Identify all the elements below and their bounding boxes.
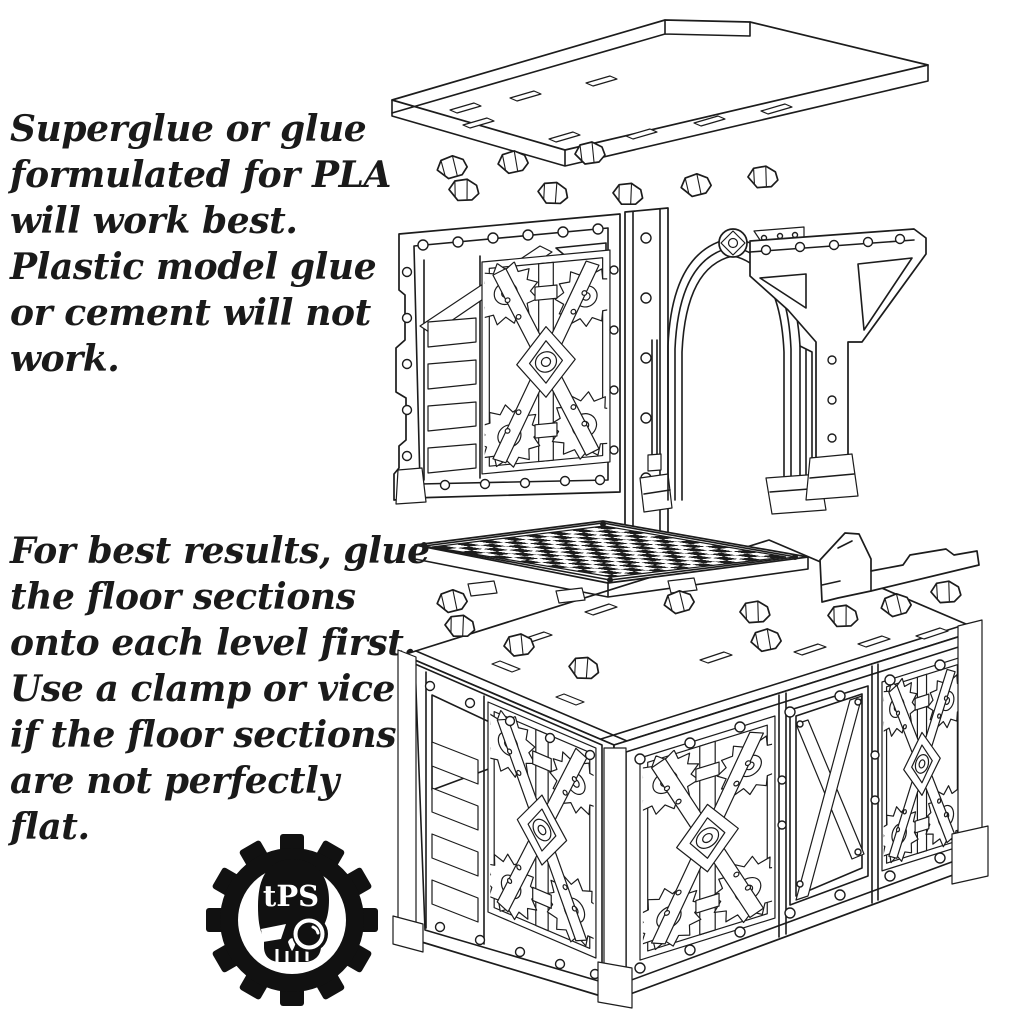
- skull-icon: tPS: [258, 859, 329, 963]
- hex-bolt-icon: [574, 141, 606, 165]
- hex-bolt-icon: [679, 171, 713, 199]
- skull-teeth: [275, 949, 309, 963]
- front-wall-rivets: [634, 659, 946, 974]
- upper-level-walls: [393, 207, 927, 549]
- hex-bolt-icon: [447, 176, 481, 204]
- hex-bolt-icon: [435, 587, 469, 615]
- roof-panel: [391, 19, 929, 167]
- glue-instructions-text: Superglue or glue formulated for PLA wil…: [10, 108, 392, 380]
- corner-posts: [392, 619, 989, 1009]
- logo-text: tPS: [263, 879, 319, 913]
- floor-instructions-text: For best results, glue the floor section…: [10, 530, 430, 848]
- skull-eye-slit: [261, 924, 286, 942]
- hex-bolt-icon: [535, 178, 571, 208]
- upper-left-wall: [393, 213, 628, 505]
- monocle-icon: [292, 916, 328, 952]
- top-connector-bolts: [434, 141, 780, 208]
- hex-bolt-icon: [746, 164, 780, 190]
- lower-level-walls: [392, 539, 989, 1009]
- lower-left-wall: [402, 654, 615, 1001]
- side-bracket: [819, 532, 980, 603]
- arch-medallion: [718, 228, 748, 258]
- tps-logo: tPS: [206, 834, 378, 1006]
- hex-bolt-icon: [434, 153, 470, 181]
- floor-grate: [414, 520, 809, 604]
- right-buttress-wall: [749, 228, 927, 501]
- roof-slot-holes: [449, 75, 793, 143]
- hex-bolt-icon: [610, 180, 646, 208]
- hex-bolt-icon: [929, 579, 963, 605]
- hanging-rod: [651, 339, 658, 459]
- upper-wall-rivets: [401, 223, 619, 491]
- door-pillar: [624, 207, 673, 549]
